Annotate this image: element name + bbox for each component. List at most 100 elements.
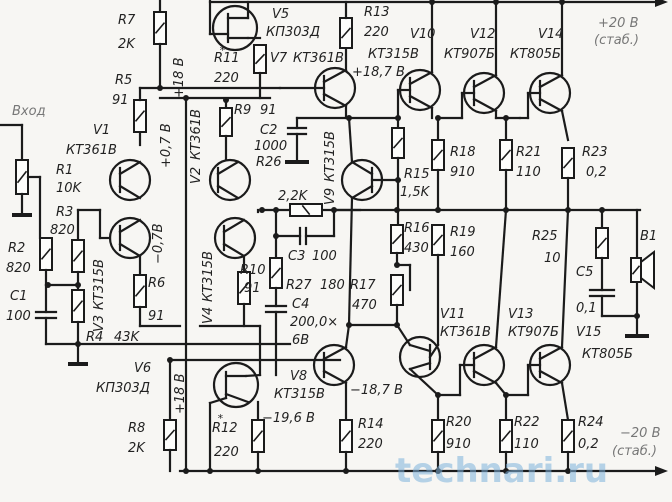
value-r27: 180 — [320, 278, 345, 293]
voltage-m07: −0,7В — [151, 223, 166, 264]
value-r20: 910 — [446, 437, 471, 452]
label-v1: V1 — [93, 123, 110, 138]
value-r22: 110 — [514, 437, 539, 452]
value-r2: 820 — [6, 261, 31, 276]
type-v3: КТ315В — [92, 259, 107, 310]
resistor-slash-mark — [392, 137, 404, 149]
resistor-slash-mark — [134, 110, 146, 122]
transistor-v9 — [340, 116, 399, 327]
type-v10: КТ315В — [368, 47, 419, 62]
value-r21: 110 — [516, 165, 541, 180]
labels: Вход +20 В (стаб.) −20 В (стаб.) R7 2K R… — [6, 5, 661, 460]
output-load — [588, 207, 649, 338]
label-r8: R8 — [128, 421, 145, 436]
label-c3: C3 — [288, 249, 305, 264]
value-r7: 2K — [118, 37, 136, 52]
label-r1: R1 — [56, 163, 73, 178]
voltage-p18: +18 В — [172, 57, 187, 98]
label-v15: V15 — [576, 325, 601, 340]
type-v11: КТ361В — [440, 325, 491, 340]
resistor-slash-mark — [562, 430, 574, 442]
positive-supply-note: (стаб.) — [594, 33, 639, 48]
label-r21: R21 — [516, 145, 542, 160]
r19-branch — [431, 224, 445, 347]
bias-chain — [332, 207, 642, 328]
value-r12: 220 — [214, 445, 239, 460]
label-r15: R15 — [404, 167, 430, 182]
transistor-v6 — [207, 361, 265, 474]
rating-c4: 6В — [292, 333, 309, 348]
speaker-b1 — [630, 249, 655, 291]
resistor-slash-mark — [72, 300, 84, 312]
watermark: technari.ru — [395, 451, 608, 491]
label-v4: V4 — [201, 307, 216, 324]
label-c5: C5 — [576, 265, 593, 280]
label-v8: V8 — [290, 369, 307, 384]
resistor-slash-mark — [72, 250, 84, 262]
resistor-slash-mark — [254, 53, 266, 65]
resistor-slash-mark — [391, 233, 403, 245]
input-label: Вход — [12, 104, 46, 119]
negative-supply-note: (стаб.) — [612, 444, 657, 459]
resistor-slash-mark — [500, 430, 512, 442]
label-r3: R3 — [56, 205, 73, 220]
value-r18: 910 — [450, 165, 475, 180]
label-r7: R7 — [118, 13, 136, 28]
label-v9: V9 — [323, 188, 338, 205]
label-v11: V11 — [440, 307, 465, 322]
label-r5: R5 — [115, 73, 132, 88]
resistor-slash-mark — [154, 22, 166, 34]
voltage-m196: −19,6 В — [262, 411, 315, 426]
label-r18: R18 — [450, 145, 476, 160]
feedback-network — [264, 203, 337, 377]
resistor-slash-mark — [500, 149, 512, 161]
resistor-slash-mark — [596, 237, 608, 249]
label-b1: B1 — [640, 229, 657, 244]
value-r5: 91 — [112, 93, 129, 108]
label-r11: R11* — [214, 44, 240, 66]
value-c4: 200,0× — [290, 315, 338, 330]
label-r22: R22 — [514, 415, 540, 430]
label-r27: R27 — [286, 278, 312, 293]
capacitor-c2 — [285, 116, 351, 164]
resistor-slash-mark — [301, 204, 311, 216]
type-v8: КТ315В — [274, 387, 325, 402]
input-terminal — [0, 123, 42, 240]
output-upper — [429, 0, 575, 213]
resistor-slash-mark — [432, 149, 444, 161]
value-r26: 2,2K — [278, 189, 309, 204]
label-c4: C4 — [292, 297, 309, 312]
transistor-v8 — [312, 323, 356, 474]
resistor-slash-mark — [252, 430, 264, 442]
type-v4: КТ315В — [201, 251, 216, 302]
voltage-p07: +0,7 В — [159, 123, 174, 168]
type-v15: КТ805Б — [582, 347, 633, 362]
resistor-slash-mark — [134, 285, 146, 297]
label-r25: R25 — [532, 229, 558, 244]
value-r16: 430 — [404, 241, 429, 256]
type-v2: КТ361В — [189, 109, 204, 160]
type-v1: КТ361В — [66, 143, 117, 158]
value-r15: 1,5K — [400, 185, 431, 200]
resistor-slash-mark — [562, 157, 574, 169]
resistor-slash-mark — [391, 284, 403, 296]
type-v13: КТ907Б — [508, 325, 559, 340]
resistor-slash-mark — [432, 430, 444, 442]
transistor-v7 — [278, 0, 401, 121]
r8-branch — [163, 342, 342, 474]
label-v12: V12 — [470, 27, 495, 42]
positive-supply-label: +20 В — [598, 16, 639, 31]
label-r16: R16 — [404, 221, 430, 236]
resistor-slash-mark — [238, 282, 250, 294]
label-c2: C2 — [260, 123, 277, 138]
label-v6: V6 — [134, 361, 151, 376]
value-c2: 1000 — [254, 139, 287, 154]
resistor-slash-mark — [432, 234, 444, 246]
label-v2: V2 — [189, 167, 204, 184]
resistor-slash-mark — [220, 116, 232, 128]
value-r25: 10 — [544, 251, 561, 266]
label-v3: V3 — [92, 315, 107, 332]
negative-supply-label: −20 В — [620, 426, 661, 441]
output-lower — [395, 208, 575, 474]
